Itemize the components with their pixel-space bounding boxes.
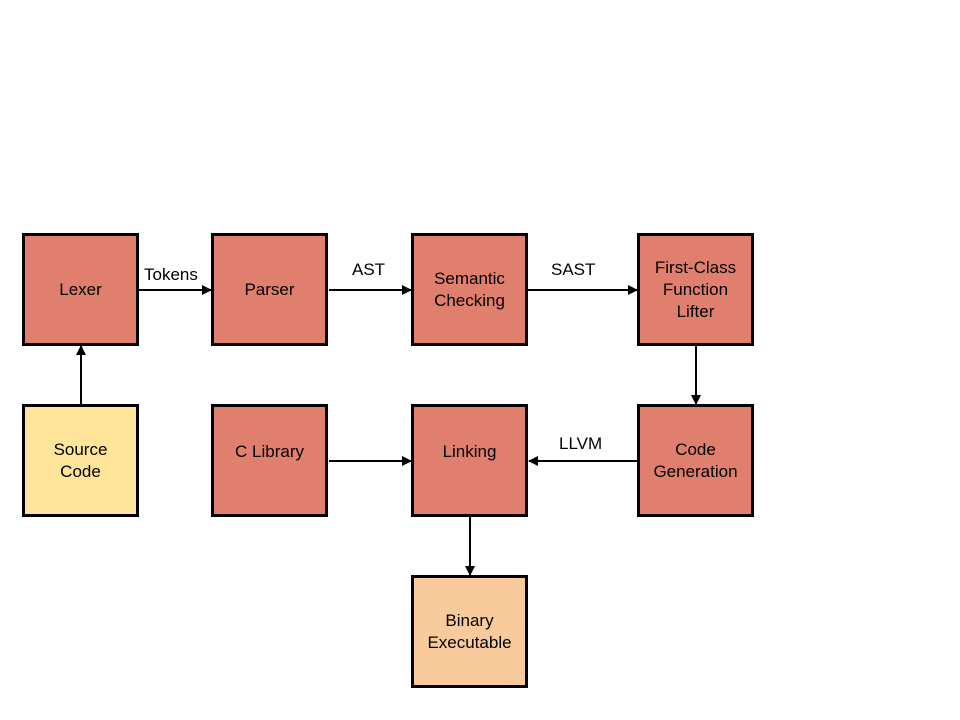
node-lexer-label: Lexer [59, 279, 102, 299]
node-semantic-checking[interactable]: Semantic Checking [411, 233, 528, 346]
node-parser-label: Parser [244, 279, 295, 299]
edge-label-ast: AST [352, 260, 386, 279]
node-c-library[interactable]: C Library [211, 404, 328, 517]
node-binary-executable[interactable]: Binary Executable [411, 575, 528, 688]
node-source-code[interactable]: Source Code [22, 404, 139, 517]
node-lifter-label: First-Class Function Lifter [654, 257, 737, 321]
node-linking[interactable]: Linking [411, 404, 528, 517]
node-c-library-label: C Library [235, 442, 304, 461]
edge-label-sast: SAST [551, 260, 596, 279]
edge-label-tokens: Tokens [144, 265, 198, 284]
node-code-generation-label: Code Generation [653, 439, 738, 481]
node-lexer[interactable]: Lexer [22, 233, 139, 346]
node-semantic-checking-label: Semantic Checking [434, 268, 505, 310]
node-code-generation[interactable]: Code Generation [637, 404, 754, 517]
edge-label-llvm: LLVM [559, 434, 603, 453]
node-first-class-function-lifter[interactable]: First-Class Function Lifter [637, 233, 754, 346]
node-binary-executable-label: Binary Executable [427, 610, 512, 652]
node-parser[interactable]: Parser [211, 233, 328, 346]
node-source-code-label: Source Code [53, 439, 108, 481]
node-linking-label: Linking [442, 442, 497, 461]
